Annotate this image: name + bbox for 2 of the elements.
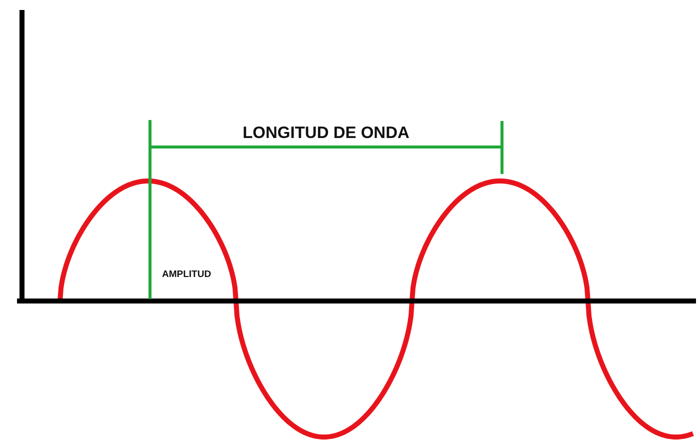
wavelength-label: LONGITUD DE ONDA [242, 125, 410, 142]
amplitude-label: AMPLITUD [162, 270, 212, 280]
